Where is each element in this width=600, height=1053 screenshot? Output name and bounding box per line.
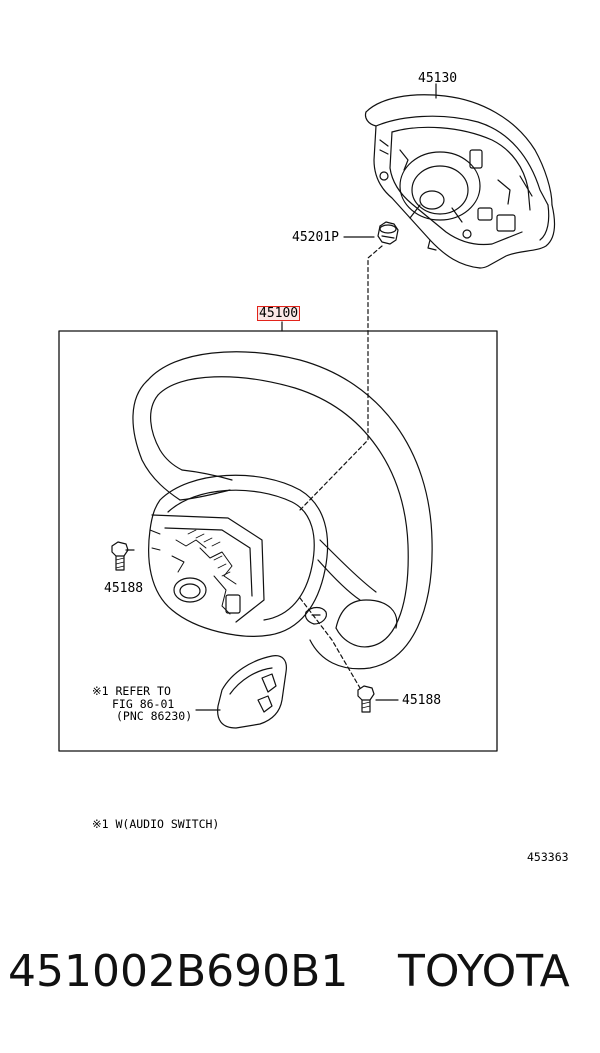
screw-left-drawing — [111, 541, 135, 571]
part-label-screw-right: 45188 — [402, 693, 442, 708]
part-label-steering-wheel-highlighted[interactable]: 45100 — [256, 306, 301, 321]
assembly-dashed-line — [299, 245, 383, 511]
steering-wheel-drawing — [132, 351, 433, 670]
screw-right-drawing — [357, 685, 399, 713]
footer-brand: TOYOTA — [398, 946, 570, 997]
group-frame — [58, 330, 498, 752]
refer-note-line2: FIG 86-01 — [112, 697, 175, 711]
refer-note-line1: ※1 REFER TO — [92, 684, 171, 698]
legend-note: ※1 W(AUDIO SWITCH) — [92, 817, 220, 831]
screw-dashed-line — [299, 597, 361, 689]
part-label-nut: 45201P — [292, 230, 339, 245]
refer-note-line3: (PNC 86230) — [116, 709, 193, 723]
part-label-airbag-pad: 45130 — [418, 71, 458, 86]
figure-number: 453363 — [527, 850, 569, 864]
part-label-screw-left: 45188 — [104, 581, 144, 596]
nut-drawing — [343, 221, 399, 245]
airbag-pad-drawing — [364, 94, 556, 269]
audio-switch-drawing — [195, 655, 287, 729]
footer-part-number: 451002B690B1 — [8, 946, 349, 997]
